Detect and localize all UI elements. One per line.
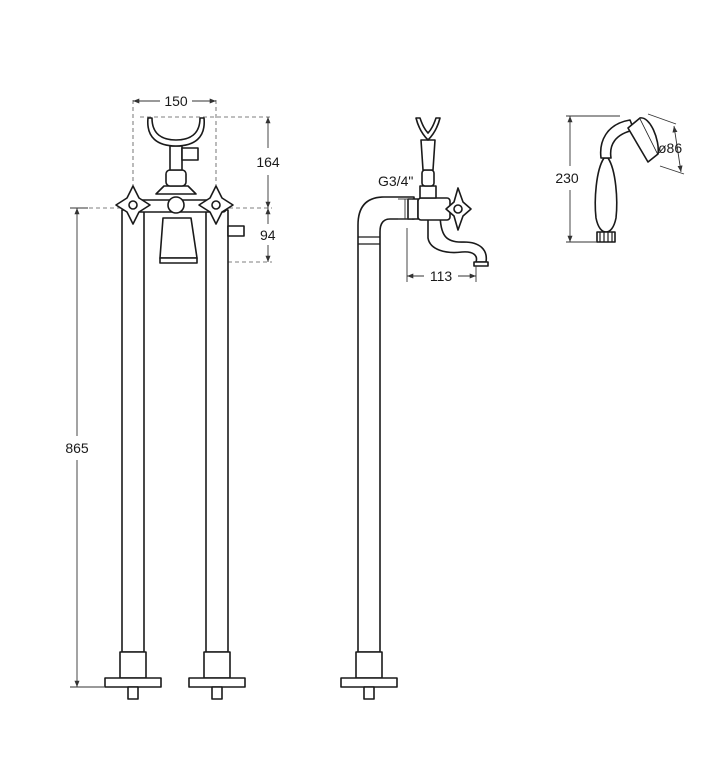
handshower-face [639, 117, 660, 155]
right-floor-connector [211, 686, 223, 700]
side-view: G3/4" 113 [340, 117, 489, 700]
side-pipe-collar [355, 651, 383, 679]
side-cross-handle [445, 187, 472, 231]
side-holder-base [419, 185, 437, 199]
dim-width-top: 150 [164, 93, 188, 109]
dim-extension [659, 165, 685, 175]
left-floor-flange [104, 677, 162, 688]
side-floor-flange [340, 677, 398, 688]
front-view: 150 164 94 865 [65, 93, 280, 700]
diverter-knob [227, 225, 245, 237]
side-floor-connector [363, 686, 375, 700]
handshower-connector [596, 231, 616, 243]
dim-holder-height: 164 [256, 154, 280, 170]
dim-spout-height: 94 [260, 227, 276, 243]
dim-handshower-diameter: ø86 [658, 140, 682, 156]
right-pipe-collar [203, 651, 231, 679]
dim-connection-size: G3/4" [378, 173, 413, 189]
side-supply-pipe [357, 196, 415, 653]
side-holder-ring [421, 169, 435, 187]
holder-base [155, 185, 197, 195]
front-spout-outlet [159, 257, 198, 264]
connection-nut [407, 198, 419, 220]
handshower-neck [599, 119, 635, 159]
holder-side-outlet [181, 147, 199, 161]
side-spout-outlet [473, 261, 489, 267]
left-cross-handle [115, 185, 151, 225]
left-floor-connector [127, 686, 139, 700]
right-supply-pipe [205, 209, 229, 653]
right-floor-flange [188, 677, 246, 688]
dim-line [672, 125, 683, 173]
dim-extension [647, 113, 677, 125]
left-supply-pipe [121, 209, 145, 653]
handshower-handle [594, 157, 618, 233]
left-pipe-collar [119, 651, 147, 679]
handshower-view: 230 ø86 [555, 113, 685, 243]
central-boss [167, 196, 185, 214]
dim-total-height: 865 [65, 440, 89, 456]
side-holder-cradle [415, 117, 441, 141]
right-cross-handle [198, 185, 234, 225]
handshower-cradle [147, 117, 205, 147]
holder-ring [165, 169, 187, 187]
holder-column [169, 145, 183, 171]
side-holder-column [420, 139, 436, 171]
dim-handshower-length: 230 [555, 170, 579, 186]
front-spout-body [159, 217, 198, 259]
dim-spout-reach: 113 [430, 268, 453, 284]
